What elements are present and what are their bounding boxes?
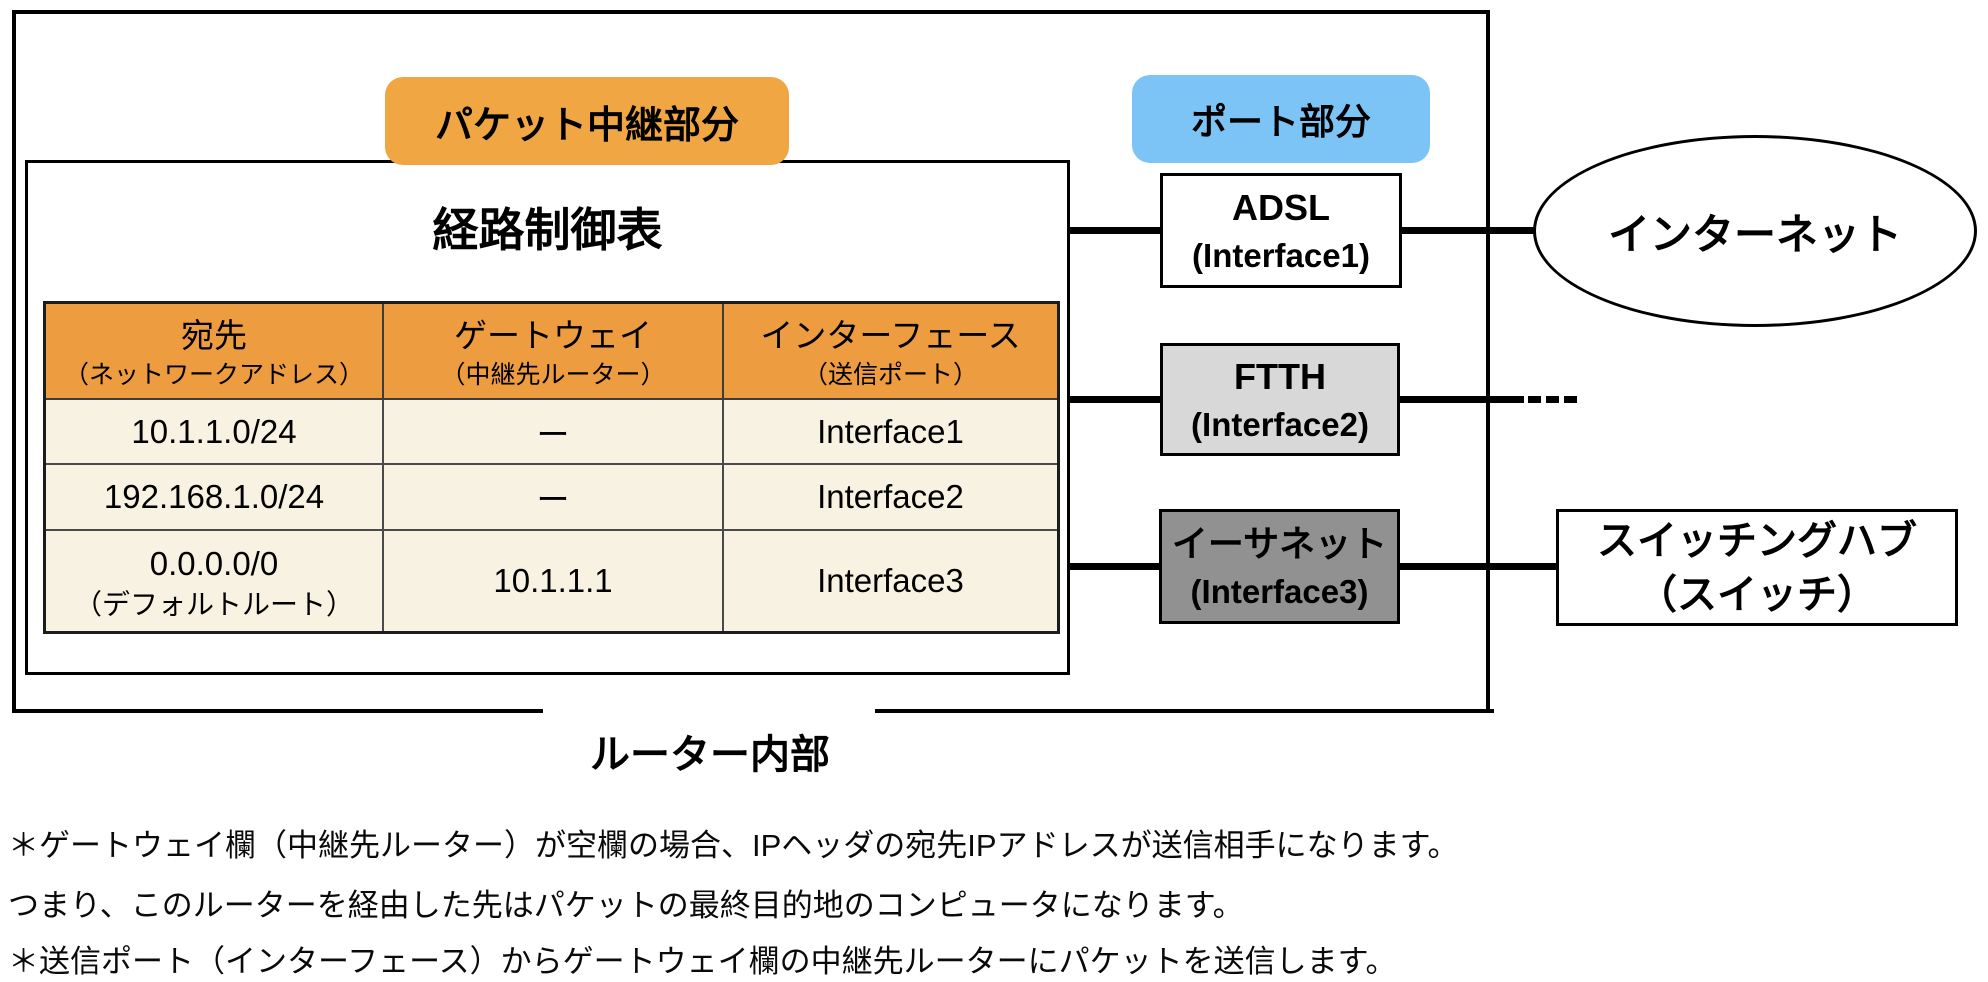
router-internal-caption: ルーター内部	[590, 733, 830, 777]
footnote-final-destination: つまり、このルーターを経由した先はパケットの最終目的地のコンピュータになります。	[8, 888, 1244, 923]
cell-destination-sub: （デフォルトルート）	[73, 589, 354, 620]
port-adsl-interface: (Interface1)	[1192, 236, 1370, 274]
routing-table-header-row: 宛先 （ネットワークアドレス） ゲートウェイ （中継先ルーター） インターフェー…	[43, 301, 1060, 400]
header-gateway-sub: （中継先ルーター）	[440, 361, 666, 389]
switching-hub-box: スイッチングハブ （スイッチ）	[1556, 509, 1958, 626]
header-interface-sub: （送信ポート）	[802, 361, 978, 389]
cell-interface: Interface3	[722, 529, 1060, 634]
router-outline-bottom-left	[12, 709, 543, 713]
port-ftth-interface: (Interface2)	[1191, 405, 1369, 443]
footnote-gateway-blank: ＊ゲートウェイ欄（中継先ルーター）が空欄の場合、IPヘッダの宛先IPアドレスが送…	[8, 828, 1459, 863]
routing-table-title: 経路制御表	[432, 204, 663, 256]
ftth-line-dash	[1546, 396, 1559, 403]
routing-table: 宛先 （ネットワークアドレス） ゲートウェイ （中継先ルーター） インターフェー…	[43, 301, 1060, 634]
ftth-line-dash	[1564, 396, 1577, 403]
header-gateway-main: ゲートウェイ	[454, 317, 652, 354]
line-ftth-out	[1396, 396, 1524, 403]
ftth-line-dash	[1528, 396, 1541, 403]
line-adsl-to-internet	[1396, 227, 1540, 234]
switching-hub-name: スイッチングハブ	[1597, 518, 1917, 563]
table-row: 0.0.0.0/0 （デフォルトルート） 10.1.1.1 Interface3	[43, 529, 1060, 634]
port-box-ethernet: イーサネット (Interface3)	[1159, 509, 1400, 624]
cell-destination: 0.0.0.0/0 （デフォルトルート）	[43, 529, 384, 634]
switching-hub-sub: （スイッチ）	[1637, 572, 1877, 617]
cell-destination-main: 0.0.0.0/0	[149, 545, 279, 582]
footnote-send-port: ＊送信ポート（インターフェース）からゲートウェイ欄の中継先ルーターにパケットを送…	[8, 944, 1397, 979]
port-section-label: ポート部分	[1132, 75, 1430, 163]
port-section-label-text: ポート部分	[1190, 101, 1371, 142]
cell-gateway: ー	[382, 463, 724, 531]
header-gateway: ゲートウェイ （中継先ルーター）	[382, 301, 724, 400]
packet-relay-label-text: パケット中継部分	[434, 104, 739, 147]
port-box-adsl: ADSL (Interface1)	[1160, 173, 1402, 288]
cell-gateway: ー	[382, 398, 724, 465]
cell-gateway: 10.1.1.1	[382, 529, 724, 634]
header-destination: 宛先 （ネットワークアドレス）	[43, 301, 384, 400]
header-destination-main: 宛先	[181, 317, 247, 354]
internet-label: インターネット	[1607, 210, 1902, 258]
port-ftth-name: FTTH	[1234, 355, 1326, 397]
packet-relay-label: パケット中継部分	[385, 77, 789, 165]
port-box-ftth: FTTH (Interface2)	[1160, 343, 1400, 456]
line-ethernet-to-hub	[1396, 563, 1558, 570]
cell-interface: Interface2	[722, 463, 1060, 531]
port-adsl-name: ADSL	[1232, 186, 1330, 228]
port-ethernet-name: イーサネット	[1171, 522, 1388, 564]
cell-interface: Interface1	[722, 398, 1060, 465]
internet-ellipse: インターネット	[1533, 135, 1977, 327]
cell-destination: 10.1.1.0/24	[43, 398, 384, 465]
header-destination-sub: （ネットワークアドレス）	[63, 361, 364, 389]
table-row: 10.1.1.0/24 ー Interface1	[43, 398, 1060, 465]
header-interface-main: インターフェース	[760, 317, 1021, 354]
line-relay-to-ethernet	[1067, 563, 1161, 570]
line-relay-to-ftth	[1067, 396, 1162, 403]
table-row: 192.168.1.0/24 ー Interface2	[43, 463, 1060, 531]
port-ethernet-interface: (Interface3)	[1190, 572, 1369, 610]
router-outline-bottom-right	[875, 709, 1494, 713]
header-interface: インターフェース （送信ポート）	[722, 301, 1060, 400]
line-relay-to-adsl	[1067, 227, 1162, 234]
cell-destination: 192.168.1.0/24	[43, 463, 384, 531]
